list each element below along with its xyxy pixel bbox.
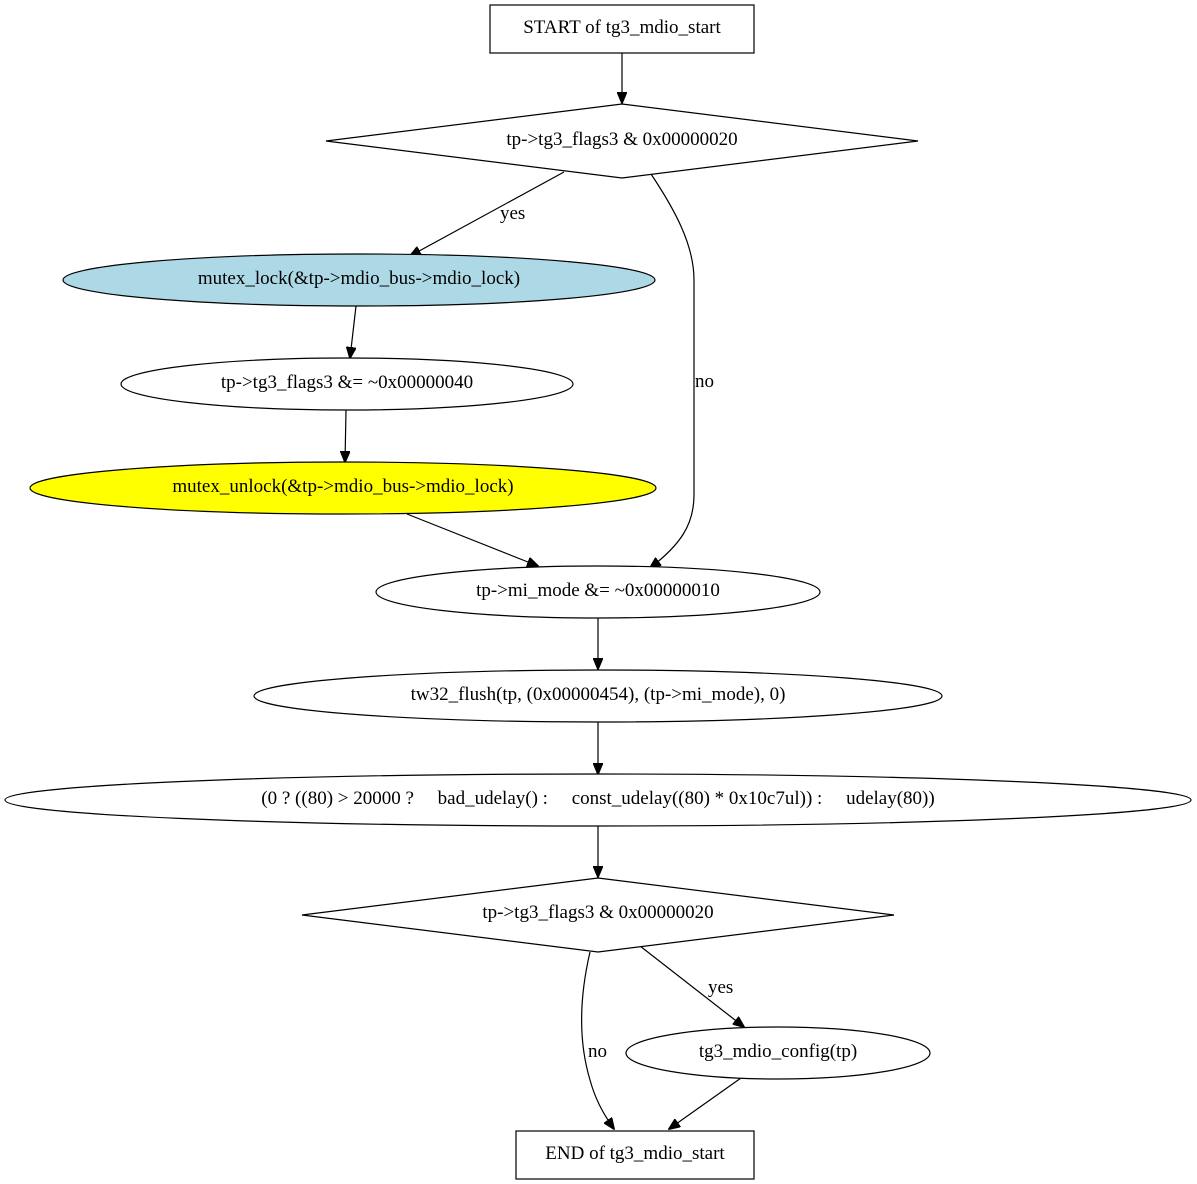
node-mutex-lock-label: mutex_lock(&tp->mdio_bus->mdio_lock) [198,268,520,289]
edge-label-cond2-yes: yes [708,977,733,998]
node-end-label: END of tg3_mdio_start [545,1143,725,1164]
edge-cond1-no [650,173,695,568]
edge-label-cond2-no: no [588,1041,607,1062]
node-mi-mode-label: tp->mi_mode &= ~0x00000010 [476,580,720,601]
node-mutex-unlock: mutex_unlock(&tp->mdio_bus->mdio_lock) [29,461,657,515]
node-cond2: tp->tg3_flags3 & 0x00000020 [301,877,895,953]
edge-labels: yes no yes no [500,203,733,1062]
node-flags-clear-label: tp->tg3_flags3 &= ~0x00000040 [221,372,473,393]
edge-lock-to-clear [350,305,357,358]
node-tw32-flush-label: tw32_flush(tp, (0x00000454), (tp->mi_mod… [411,684,786,705]
edge-label-cond1-yes: yes [500,203,525,224]
node-mdio-config: tg3_mdio_config(tp) [625,1026,931,1080]
node-end: END of tg3_mdio_start [515,1130,755,1180]
node-tw32-flush: tw32_flush(tp, (0x00000454), (tp->mi_mod… [253,669,943,723]
edge-unlock-to-mimode [406,513,538,566]
edge-cond2-no [581,951,614,1129]
edge-cond2-yes [639,945,744,1027]
node-cond1-label: tp->tg3_flags3 & 0x00000020 [506,129,737,150]
node-mutex-unlock-label: mutex_unlock(&tp->mdio_bus->mdio_lock) [172,476,513,497]
node-cond1: tp->tg3_flags3 & 0x00000020 [325,103,919,179]
node-start: START of tg3_mdio_start [489,4,755,54]
node-start-label: START of tg3_mdio_start [523,17,721,38]
edge-cond1-yes [410,171,565,256]
node-mdio-config-label: tg3_mdio_config(tp) [699,1041,857,1062]
node-mi-mode: tp->mi_mode &= ~0x00000010 [375,565,821,619]
node-udelay: (0 ? ((80) > 20000 ? bad_udelay() : cons… [4,773,1192,827]
edge-config-to-end [669,1077,742,1129]
node-udelay-label: (0 ? ((80) > 20000 ? bad_udelay() : cons… [261,788,934,809]
node-flags-clear: tp->tg3_flags3 &= ~0x00000040 [120,357,574,411]
edge-label-cond1-no: no [695,371,714,392]
edges [345,53,744,1129]
node-cond2-label: tp->tg3_flags3 & 0x00000020 [482,902,713,923]
node-mutex-lock: mutex_lock(&tp->mdio_bus->mdio_lock) [62,253,656,307]
edge-clear-to-unlock [345,409,346,462]
